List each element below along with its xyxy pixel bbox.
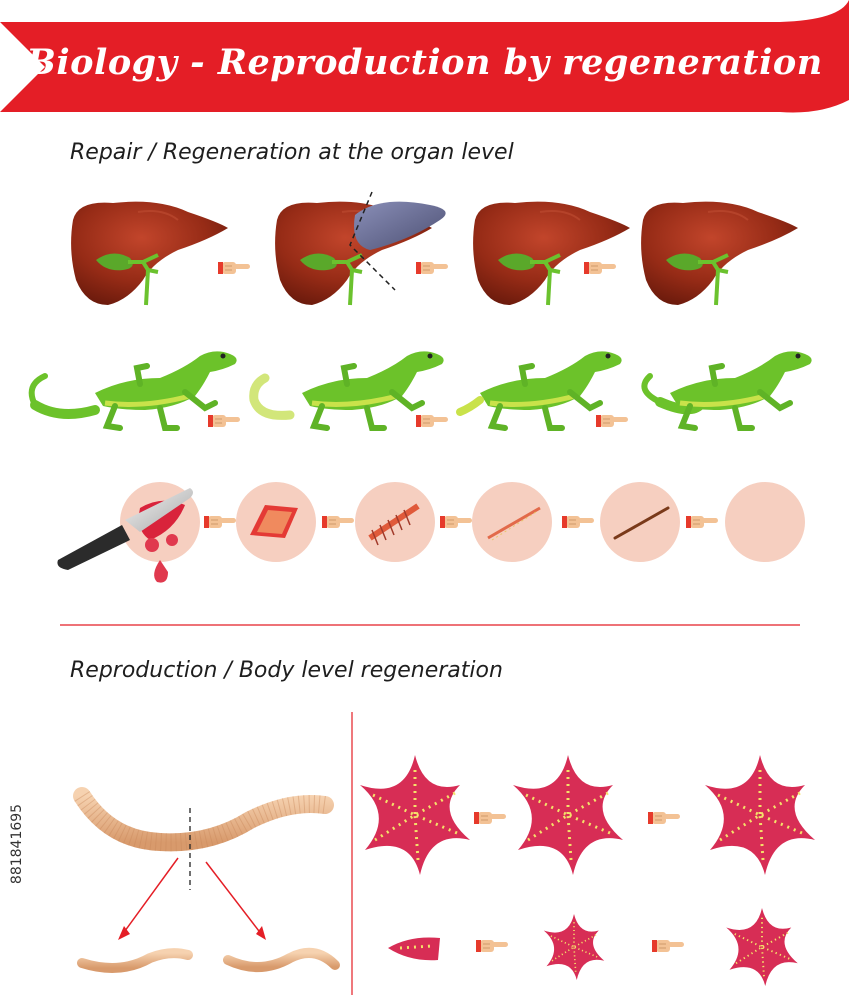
starfish-icon: [542, 913, 606, 981]
header-banner: [0, 0, 849, 113]
liver-icon: [639, 199, 800, 307]
pointing-hand-icon: [651, 939, 685, 953]
pointing-hand-icon: [583, 261, 617, 275]
lizard-icon: [641, 351, 811, 428]
pointing-hand-icon: [561, 515, 595, 529]
pointing-hand-icon: [439, 515, 473, 529]
liver-icon: [471, 199, 632, 307]
pointing-hand-icon: [415, 261, 449, 275]
liver-icon: [69, 199, 230, 307]
pointing-hand-icon: [203, 515, 237, 529]
earthworm-icon: [77, 948, 193, 973]
lizard-icon: [249, 351, 444, 428]
pointing-hand-icon: [415, 414, 449, 428]
lizard-icon: [456, 351, 622, 428]
pointing-hand-icon: [321, 515, 355, 529]
starfish-arm-icon: [388, 937, 440, 961]
pointing-hand-icon: [475, 939, 509, 953]
arrow-right: [205, 861, 263, 936]
starfish-icon: [703, 753, 817, 877]
pointing-hand-icon: [647, 811, 681, 825]
section-title-body: Reproduction / Body level regeneration: [70, 658, 503, 683]
pointing-hand-icon: [217, 261, 251, 275]
pointing-hand-icon: [595, 414, 629, 428]
pointing-hand-icon: [207, 414, 241, 428]
wound-icon: [472, 482, 552, 562]
healed-skin-icon: [725, 482, 805, 562]
starfish-icon: [358, 753, 472, 877]
lizard-icon: [28, 351, 237, 428]
knife-icon: [57, 488, 193, 570]
earthworm-icon: [73, 787, 334, 852]
page-title: Biology - Reproduction by regeneration: [26, 42, 823, 83]
starfish-icon: [511, 753, 625, 877]
wound-icon: [236, 482, 316, 562]
starfish-icon: [725, 907, 799, 987]
pointing-hand-icon: [685, 515, 719, 529]
wound-icon: [355, 482, 435, 562]
section-title-organ: Repair / Regeneration at the organ level: [70, 140, 514, 165]
arrow-left: [121, 857, 179, 936]
liver-cut-lobe: [354, 201, 446, 250]
wound-icon: [600, 482, 680, 562]
earthworm-icon: [223, 947, 340, 973]
pointing-hand-icon: [473, 811, 507, 825]
